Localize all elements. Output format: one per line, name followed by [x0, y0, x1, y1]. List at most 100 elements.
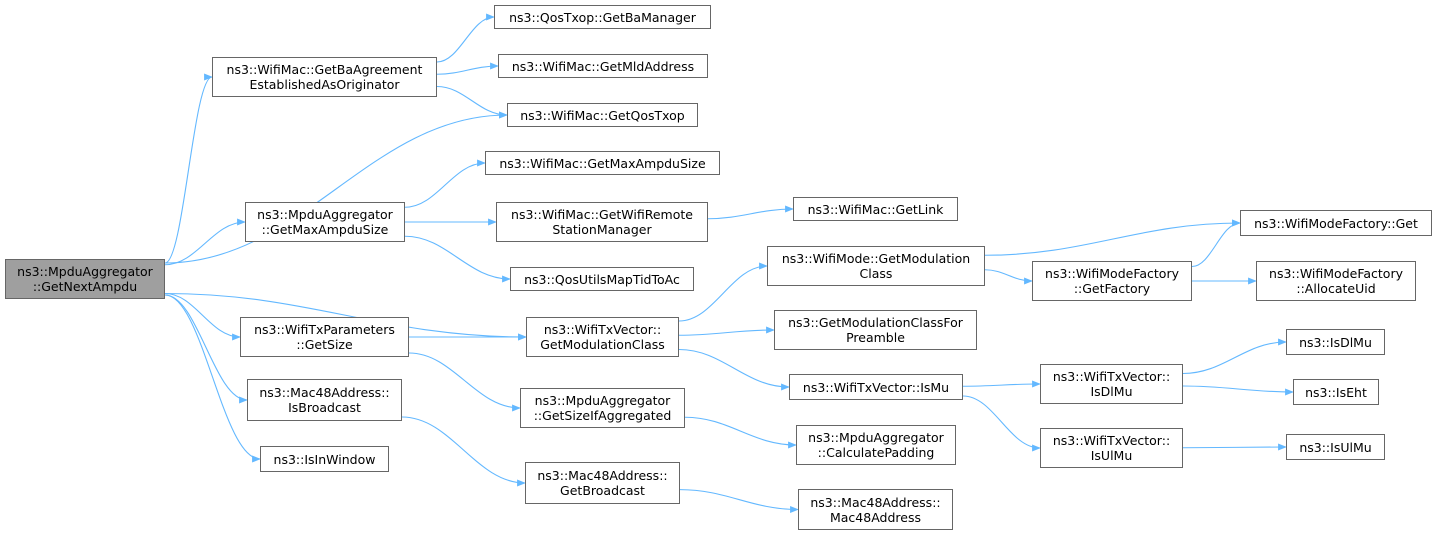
- node-wifitxvector-isulmu[interactable]: ns3::WifiTxVector:: IsUlMu: [1040, 428, 1183, 468]
- node-label-line1: ns3::MpduAggregator: [534, 393, 671, 408]
- node-qostxop-getbamanager[interactable]: ns3::QosTxop::GetBaManager: [494, 5, 711, 29]
- edge-n_baagree-to-n_qostxop: [436, 85, 508, 119]
- node-label: ns3::IsDlMu: [1299, 334, 1372, 350]
- node-wifimac-getqostxop[interactable]: ns3::WifiMac::GetQosTxop: [507, 103, 698, 127]
- node-wifimode-getmodulationclass[interactable]: ns3::WifiMode::GetModulation Class: [767, 246, 985, 286]
- node-label: ns3::WifiMac::GetLink: [807, 201, 944, 217]
- node-iseht[interactable]: ns3::IsEht: [1293, 379, 1379, 405]
- node-isdlmu[interactable]: ns3::IsDlMu: [1286, 329, 1385, 355]
- node-label: ns3::WifiMac::GetMldAddress: [511, 58, 695, 74]
- edge-n_aggmax-to-n_tidac: [404, 235, 511, 283]
- edge-n_getbcast-to-n_macaddr: [679, 489, 799, 514]
- node-label-line2: ::GetSize: [296, 337, 353, 352]
- node-label: ns3::IsEht: [1305, 384, 1367, 400]
- edge-n_ismu-to-n_isdlmu_tv: [962, 380, 1041, 388]
- node-getmodulationclassforpreamble[interactable]: ns3::GetModulationClassFor Preamble: [774, 310, 977, 350]
- node-label-line2: GetBroadcast: [560, 483, 645, 498]
- node-mpduaggregator-calculatepadding[interactable]: ns3::MpduAggregator ::CalculatePadding: [796, 425, 956, 465]
- node-label-line1: ns3::MpduAggregator: [17, 264, 153, 279]
- node-isulmu[interactable]: ns3::IsUlMu: [1286, 434, 1385, 460]
- node-label-line2: GetModulationClass: [540, 337, 665, 352]
- edge-n_root-to-n_isbcast: [164, 294, 248, 404]
- node-label-line1: ns3::WifiTxVector::: [1052, 433, 1171, 448]
- node-label-line2: Preamble: [846, 330, 905, 345]
- node-wifimac-getbaagreementestablishedasoriginator[interactable]: ns3::WifiMac::GetBaAgreement Established…: [212, 57, 437, 97]
- edge-n_isbcast-to-n_getbcast: [401, 416, 526, 487]
- node-wifitxvector-ismu[interactable]: ns3::WifiTxVector::IsMu: [789, 374, 963, 400]
- edge-n_remote-to-n_link: [707, 205, 794, 220]
- edge-n_txsize-to-n_sizeagg: [408, 352, 521, 412]
- node-label-line2: Mac48Address: [829, 509, 921, 525]
- node-label-line1: ns3::WifiModeFactory: [1045, 266, 1179, 281]
- node-wifimodefactory-getfactory[interactable]: ns3::WifiModeFactory ::GetFactory: [1032, 261, 1192, 301]
- node-label-line2: ::GetNextAmpdu: [32, 279, 138, 294]
- node-label-line2: IsBroadcast: [288, 400, 361, 415]
- node-label-line2: Class: [859, 266, 893, 281]
- edge-n_isulmu_tv-to-n_isulmu: [1182, 443, 1287, 451]
- edge-n_ismu-to-n_isulmu_tv: [962, 395, 1041, 452]
- node-label-line1: ns3::WifiTxVector::: [543, 322, 662, 337]
- node-label-line2: ::GetMaxAmpduSize: [261, 222, 389, 237]
- node-label-line1: ns3::Mac48Address::: [537, 468, 668, 483]
- node-isinwindow[interactable]: ns3::IsInWindow: [260, 446, 389, 472]
- node-label-line2: StationManager: [552, 222, 652, 237]
- node-wifimodefactory-allocateuid[interactable]: ns3::WifiModeFactory ::AllocateUid: [1256, 261, 1416, 301]
- edge-n_baagree-to-n_bamgr: [436, 13, 495, 63]
- node-label-line1: ns3::WifiTxParameters: [254, 322, 395, 337]
- edge-n_txmod-to-n_ismu: [678, 348, 790, 391]
- edge-n_root-to-n_baagree: [164, 73, 213, 264]
- edge-n_baagree-to-n_mld: [436, 62, 499, 75]
- node-mpduaggregator-getnextampdu: ns3::MpduAggregator ::GetNextAmpdu: [5, 259, 165, 299]
- node-label: ns3::QosTxop::GetBaManager: [509, 9, 696, 25]
- node-wifitxvector-getmodulationclass[interactable]: ns3::WifiTxVector:: GetModulationClass: [526, 317, 679, 357]
- node-wifimac-getmldaddress[interactable]: ns3::WifiMac::GetMldAddress: [498, 54, 708, 78]
- node-label-line1: ns3::WifiModeFactory: [1269, 266, 1403, 281]
- node-label-line2: EstablishedAsOriginator: [249, 77, 400, 92]
- node-mpduaggregator-getsizeifaggregated[interactable]: ns3::MpduAggregator ::GetSizeIfAggregate…: [520, 388, 685, 428]
- node-label-line1: ns3::WifiMac::GetWifiRemote: [511, 207, 693, 222]
- edge-n_isdlmu_tv-to-n_iseht: [1182, 385, 1294, 396]
- node-label-line1: ns3::WifiMac::GetBaAgreement: [226, 62, 423, 77]
- node-label: ns3::QosUtilsMapTidToAc: [524, 271, 680, 287]
- node-wifitxparameters-getsize[interactable]: ns3::WifiTxParameters ::GetSize: [240, 317, 409, 357]
- node-mac48address-mac48address[interactable]: ns3::Mac48Address:: Mac48Address: [798, 489, 953, 530]
- edge-n_root-to-n_inwindow: [164, 294, 261, 463]
- node-label-line1: ns3::GetModulationClassFor: [788, 315, 963, 330]
- node-wifimac-getlink[interactable]: ns3::WifiMac::GetLink: [793, 197, 958, 221]
- node-qosutilsmaptidtoac[interactable]: ns3::QosUtilsMapTidToAc: [510, 267, 694, 291]
- edge-n_root-to-n_qostxop: [164, 111, 508, 264]
- edge-n_modeclass-to-n_getfactory: [984, 269, 1033, 285]
- edge-n_root-to-n_txsize: [164, 292, 241, 341]
- node-label-line2: ::GetFactory: [1073, 281, 1151, 296]
- node-label: ns3::WifiTxVector::IsMu: [802, 379, 950, 395]
- node-label: ns3::IsInWindow: [273, 451, 376, 467]
- node-wifimac-getmaxampdusize[interactable]: ns3::WifiMac::GetMaxAmpduSize: [485, 151, 720, 175]
- node-label-line2: ::CalculatePadding: [817, 445, 935, 460]
- edge-n_isdlmu_tv-to-n_isdlmu: [1182, 338, 1287, 375]
- node-label-line2: ::GetSizeIfAggregated: [533, 408, 672, 423]
- node-label-line2: IsUlMu: [1090, 448, 1133, 463]
- edge-n_aggmax-to-n_getmaxmac: [404, 159, 486, 208]
- node-label: ns3::IsUlMu: [1299, 439, 1372, 455]
- node-label-line2: ::AllocateUid: [1296, 281, 1376, 296]
- node-mac48address-getbroadcast[interactable]: ns3::Mac48Address:: GetBroadcast: [525, 462, 680, 504]
- node-label: ns3::WifiMac::GetQosTxop: [520, 107, 685, 123]
- node-wifimac-getwifiremotestationmanager[interactable]: ns3::WifiMac::GetWifiRemote StationManag…: [496, 202, 708, 242]
- node-label: ns3::WifiModeFactory::Get: [1254, 215, 1418, 231]
- node-wifitxvector-isdlmu[interactable]: ns3::WifiTxVector:: IsDlMu: [1040, 364, 1183, 404]
- edge-n_sizeagg-to-n_padding: [684, 416, 797, 449]
- edge-n_modeclass-to-n_factget: [984, 219, 1241, 256]
- node-label-line1: ns3::WifiMode::GetModulation: [781, 251, 971, 266]
- edge-n_getfactory-to-n_factget: [1191, 219, 1241, 268]
- node-label-line1: ns3::WifiTxVector::: [1052, 369, 1171, 384]
- node-mpduaggregator-getmaxampdusize[interactable]: ns3::MpduAggregator ::GetMaxAmpduSize: [245, 202, 405, 242]
- edge-n_txmod-to-n_preamble: [678, 326, 775, 336]
- node-wifimodefactory-get[interactable]: ns3::WifiModeFactory::Get: [1240, 210, 1432, 236]
- node-label-line1: ns3::MpduAggregator: [808, 430, 944, 445]
- node-label-line1: ns3::MpduAggregator: [257, 207, 393, 222]
- edge-n_root-to-n_aggmax: [164, 218, 246, 266]
- node-mac48address-isbroadcast[interactable]: ns3::Mac48Address:: IsBroadcast: [247, 379, 402, 421]
- node-label-line1: ns3::Mac48Address::: [259, 385, 390, 400]
